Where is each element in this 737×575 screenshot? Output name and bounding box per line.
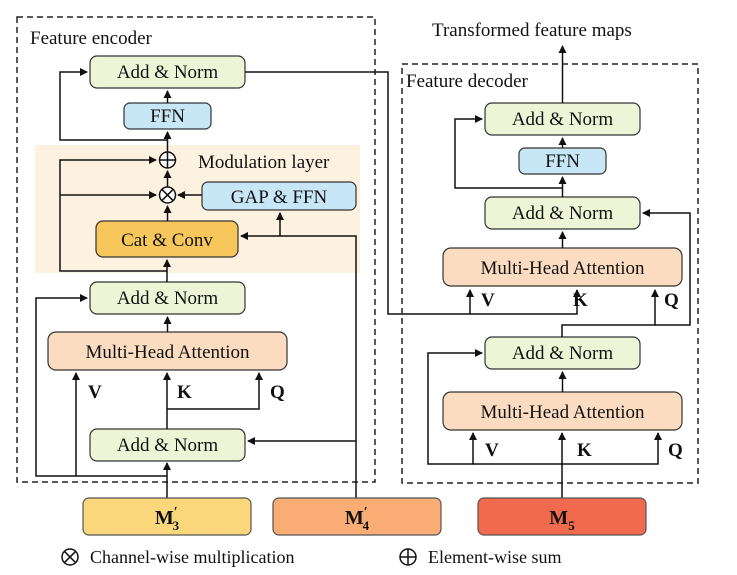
svg-text:Cat & Conv: Cat & Conv <box>121 230 213 251</box>
decoder-k-bottom-label: K <box>577 440 592 461</box>
svg-text:Multi-Head Attention: Multi-Head Attention <box>85 342 250 363</box>
cat-conv-box: Cat & Conv <box>95 220 239 258</box>
legend-sum-icon <box>399 548 417 566</box>
svg-text:M′4: M′4 <box>345 505 370 533</box>
gap-ffn-box: GAP & FFN <box>201 181 357 211</box>
svg-text:Multi-Head Attention: Multi-Head Attention <box>480 258 645 279</box>
svg-text:Multi-Head Attention: Multi-Head Attention <box>480 402 645 423</box>
decoder-output-label: Transformed feature maps <box>432 20 632 41</box>
svg-text:FFN: FFN <box>545 151 580 172</box>
decoder-q-bottom-label: Q <box>668 440 683 461</box>
decoder-mha-top: Multi-Head Attention <box>442 247 683 287</box>
decoder-ffn: FFN <box>518 147 607 175</box>
encoder-add-norm-top: Add & Norm <box>89 55 246 89</box>
svg-text:M5: M5 <box>549 507 575 533</box>
encoder-v-label: V <box>88 382 102 403</box>
decoder-add-norm-3: Add & Norm <box>484 336 641 370</box>
decoder-add-norm-2: Add & Norm <box>484 196 641 230</box>
encoder-ffn: FFN <box>123 102 212 130</box>
input-m4: M′4 <box>272 497 442 536</box>
decoder-v-bottom-label: V <box>485 440 499 461</box>
decoder-title: Feature decoder <box>406 71 529 92</box>
decoder-mha-bottom: Multi-Head Attention <box>442 391 683 431</box>
encoder-mha-box: Multi-Head Attention <box>47 331 288 371</box>
svg-text:Add & Norm: Add & Norm <box>512 203 614 224</box>
encoder-k-label: K <box>177 382 192 403</box>
encoder-add-norm-mid: Add & Norm <box>89 281 246 315</box>
decoder-frame <box>401 63 699 484</box>
svg-text:M′3: M′3 <box>155 505 180 533</box>
decoder-q-top-label: Q <box>664 290 679 311</box>
svg-text:GAP & FFN: GAP & FFN <box>231 187 328 208</box>
legend-multiply-label: Channel-wise multiplication <box>90 547 294 567</box>
decoder-k-top-label: K <box>573 290 588 311</box>
encoder-q-label: Q <box>270 382 285 403</box>
input-m5: M5 <box>477 497 647 536</box>
element-wise-sum-node <box>158 151 177 169</box>
svg-text:Add & Norm: Add & Norm <box>512 109 614 130</box>
svg-text:Add & Norm: Add & Norm <box>117 435 219 456</box>
decoder-connectors <box>427 45 691 498</box>
encoder-connectors <box>35 68 581 498</box>
channel-multiply-node <box>158 186 177 204</box>
encoder-frame <box>16 16 376 483</box>
svg-text:Add & Norm: Add & Norm <box>117 288 219 309</box>
encoder-title: Feature encoder <box>30 28 153 49</box>
modulation-layer-label: Modulation layer <box>198 152 330 173</box>
legend-sum-label: Element-wise sum <box>428 547 561 567</box>
input-m3: M′3 <box>82 497 252 536</box>
decoder-v-top-label: V <box>481 290 495 311</box>
svg-text:Add & Norm: Add & Norm <box>512 343 614 364</box>
svg-text:Add & Norm: Add & Norm <box>117 62 219 83</box>
svg-text:FFN: FFN <box>150 106 185 127</box>
legend-multiply-icon <box>61 548 79 566</box>
encoder-add-norm-bottom: Add & Norm <box>89 428 246 462</box>
decoder-add-norm-top: Add & Norm <box>484 102 641 136</box>
